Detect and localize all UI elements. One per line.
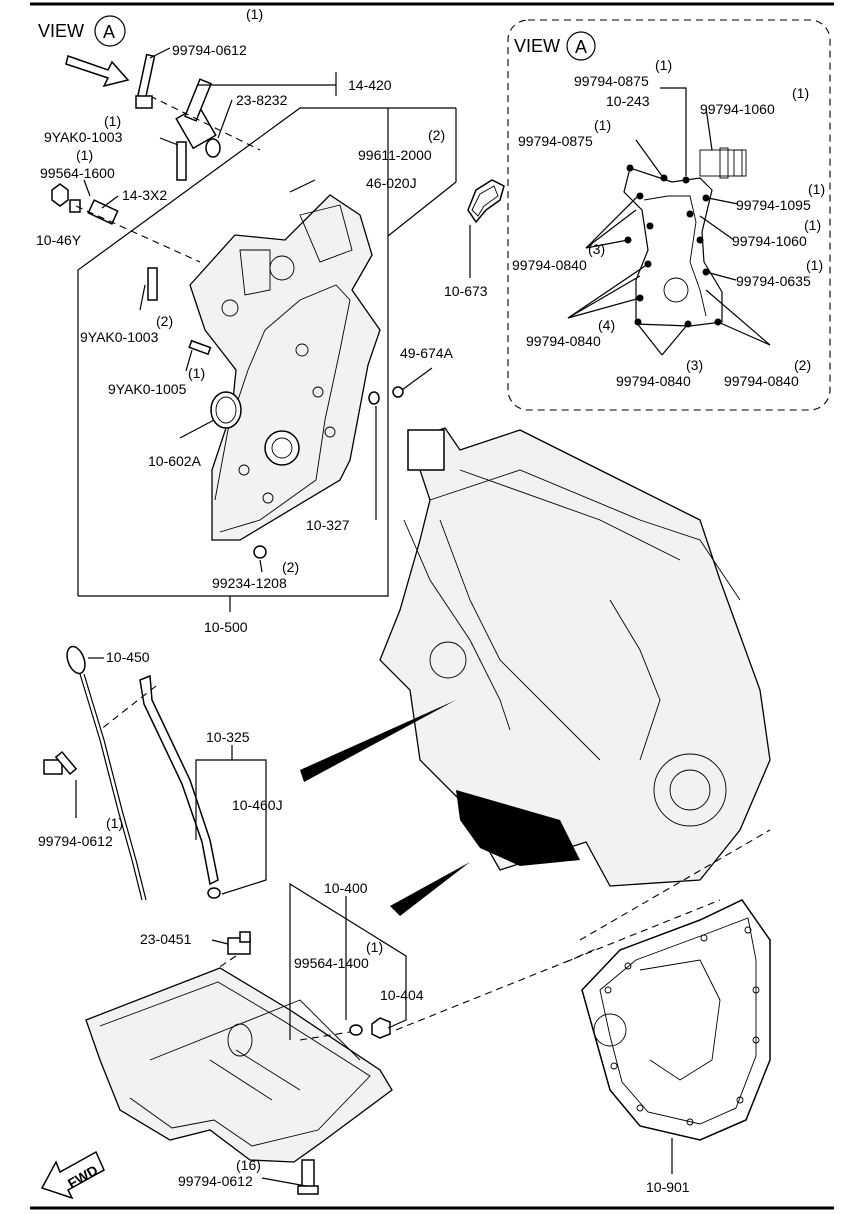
part-number-label: 14-3X2 — [122, 187, 167, 203]
engine-assembly — [300, 427, 771, 941]
qty-label: (1) — [104, 113, 121, 129]
oil-seal-10-602a — [210, 391, 242, 429]
part-number-label: 9YAK0-1003 — [80, 329, 159, 345]
inset-bolt-points — [624, 164, 722, 328]
qty-label: (1) — [804, 217, 821, 233]
labels-oil-pan: 10-400 (1) 99564-1400 10-404 23-0451 (16… — [140, 880, 424, 1189]
plug-10-327 — [368, 391, 380, 405]
stud-9yak0-1005 — [188, 339, 212, 356]
view-a-inset: VIEW A — [507, 19, 831, 411]
view-a-letter: A — [103, 22, 115, 42]
plug-99234-1208 — [253, 545, 267, 559]
part-number-label: 99794-1060 — [732, 233, 807, 249]
part-number-label: 99794-0840 — [616, 373, 691, 389]
drain-plug — [299, 1017, 391, 1041]
qty-label: (16) — [236, 1157, 261, 1173]
qty-label: (2) — [156, 313, 173, 329]
part-number-label: 99794-0840 — [526, 333, 601, 349]
qty-label: (2) — [794, 357, 811, 373]
qty-label: (1) — [808, 181, 825, 197]
part-number-label: 10-602A — [148, 453, 202, 469]
leader-lines-top — [83, 47, 471, 612]
bolt-99794-0612-mid — [43, 750, 78, 776]
view-a-indicator: VIEW A — [38, 15, 130, 88]
inset-labels: (1) 99794-0875 10-243 (1) 99794-1060 (1)… — [512, 57, 825, 389]
qty-label: (1) — [366, 939, 383, 955]
part-number-label: 99794-0635 — [736, 273, 811, 289]
part-number-label: 23-8232 — [236, 92, 288, 108]
qty-label: (2) — [428, 127, 445, 143]
part-number-label: 10-901 — [646, 1179, 690, 1195]
part-number-label: 10-450 — [106, 649, 150, 665]
qty-label: (1) — [246, 6, 263, 22]
bolt-99794-0612-top — [135, 53, 156, 109]
part-number-label: 23-0451 — [140, 931, 192, 947]
qty-label: (1) — [188, 365, 205, 381]
inset-view-letter: A — [575, 37, 587, 57]
part-number-label: 10-460J — [232, 797, 283, 813]
end-plate-gasket-10-901 — [565, 899, 771, 1174]
part-number-label: 99611-2000 — [358, 147, 432, 163]
part-number-label: 99794-0612 — [38, 833, 113, 849]
qty-label: (1) — [792, 85, 809, 101]
part-number-label: 10-673 — [444, 283, 488, 299]
part-number-label: 99564-1400 — [294, 955, 369, 971]
part-number-label: 46-020J — [366, 175, 417, 191]
part-number-label: 99794-0875 — [518, 133, 593, 149]
view-a-text: VIEW — [38, 21, 84, 41]
part-number-label: 10-327 — [306, 517, 350, 533]
labels-top-left: (1) 99794-0612 14-420 23-8232 (1) 9YAK0-… — [36, 6, 488, 635]
oil-control-valve — [149, 78, 261, 158]
qty-label: (1) — [806, 257, 823, 273]
inset-view-text: VIEW — [514, 36, 560, 56]
part-number-label: 99234-1208 — [212, 575, 287, 591]
part-number-label: 9YAK0-1003 — [44, 129, 123, 145]
oil-pan-group — [85, 882, 721, 1195]
qty-label: (1) — [655, 57, 672, 73]
timing-cover-group — [51, 53, 505, 597]
part-number-label: 9YAK0-1005 — [108, 381, 187, 397]
qty-label: (3) — [686, 357, 703, 373]
qty-label: (1) — [594, 117, 611, 133]
labels-dipstick: 10-450 10-325 10-460J (1) 99794-0612 — [38, 649, 283, 849]
part-number-label: 10-243 — [606, 93, 650, 109]
bolt-99794-0612-bottom — [297, 1159, 319, 1195]
qty-label: (1) — [76, 147, 93, 163]
stud-9yak0-1003-b — [147, 267, 158, 301]
part-number-label: 99794-0840 — [724, 373, 799, 389]
part-number-label: 10-404 — [380, 987, 424, 1003]
washer-49-674a — [392, 386, 404, 398]
qty-label: (1) — [106, 815, 123, 831]
view-arrow-icon — [65, 55, 130, 88]
part-number-label: 99794-0612 — [172, 42, 247, 58]
dipstick-group — [43, 645, 267, 901]
gasket-10-673 — [467, 179, 505, 224]
stud-9yak0-1003 — [176, 141, 187, 181]
part-number-label: 49-674A — [400, 345, 454, 361]
inset-cover-outline — [623, 167, 723, 327]
inset-leader-lines — [567, 87, 771, 356]
part-number-label: 99794-0840 — [512, 257, 587, 273]
timing-cover — [189, 194, 381, 541]
part-number-label: 10-400 — [324, 880, 368, 896]
pointer-wedge — [390, 862, 470, 916]
qty-label: (4) — [598, 317, 615, 333]
part-number-label: 99564-1600 — [40, 165, 115, 181]
fwd-arrow-icon: FWD — [40, 1150, 105, 1200]
pointer-wedge — [300, 700, 456, 782]
part-number-label: 99794-1060 — [700, 101, 775, 117]
part-number-label: 10-325 — [206, 729, 250, 745]
oil-pressure-sensor — [217, 931, 251, 969]
part-number-label: 99794-0612 — [178, 1173, 253, 1189]
qty-label: (3) — [588, 241, 605, 257]
part-number-label: 10-500 — [204, 619, 248, 635]
part-number-label: 10-46Y — [36, 232, 82, 248]
part-number-label: 14-420 — [348, 77, 392, 93]
part-number-label: 99794-1095 — [736, 197, 811, 213]
part-number-label: 99794-0875 — [574, 73, 649, 89]
qty-label: (2) — [282, 559, 299, 575]
